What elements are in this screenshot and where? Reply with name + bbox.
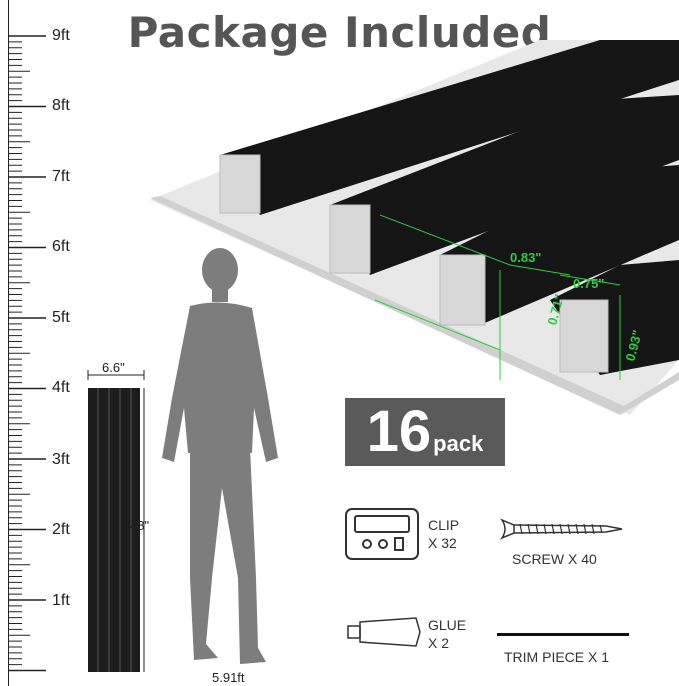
screw-label: SCREW X 40 [512,551,597,567]
ruler-label-6ft: 6ft [52,238,70,255]
panel-height-label: 48" [130,518,150,533]
ruler-label-4ft: 4ft [52,379,70,396]
clip-quantity: X 32 [428,535,457,551]
ruler-label-1ft: 1ft [52,592,70,609]
pack-word: pack [433,431,484,456]
ruler-label-8ft: 8ft [52,97,70,114]
ruler-label-9ft: 9ft [52,27,70,44]
ruler-line [8,0,9,686]
clip-label: CLIP X 32 [428,516,459,552]
slat-profile-image [150,40,679,415]
trim-piece-label: TRIM PIECE X 1 [504,649,610,665]
screw-icon [500,518,623,540]
ruler-label-7ft: 7ft [52,168,70,185]
ruler-label-2ft: 2ft [52,521,70,538]
dimension-label-0-83: 0.83" [510,250,542,265]
clip-name: CLIP [428,517,460,533]
height-ruler: 9ft 8ft 7ft 6ft 5ft 4ft 3ft 2ft 1ft [0,0,90,686]
ruler-ticks [8,35,46,672]
trim-piece-icon [497,633,629,636]
ruler-label-3ft: 3ft [52,451,70,468]
glue-quantity: X 2 [428,635,450,651]
glue-tube-icon [347,617,421,647]
pack-number: 16 [366,399,432,464]
glue-name: GLUE [428,617,467,633]
glue-label: GLUE X 2 [428,616,466,652]
dimension-label-0-75: 0.75" [573,276,605,291]
person-silhouette [162,248,278,664]
panel-width-label: 6.6" [102,360,125,375]
page-title: Package Included [127,8,552,57]
clip-icon [345,508,419,560]
person-height-label: 5.91ft [212,670,245,685]
ruler-label-5ft: 5ft [52,309,70,326]
wall-panel-image [87,370,145,672]
pack-count-badge: 16 pack [345,398,505,466]
